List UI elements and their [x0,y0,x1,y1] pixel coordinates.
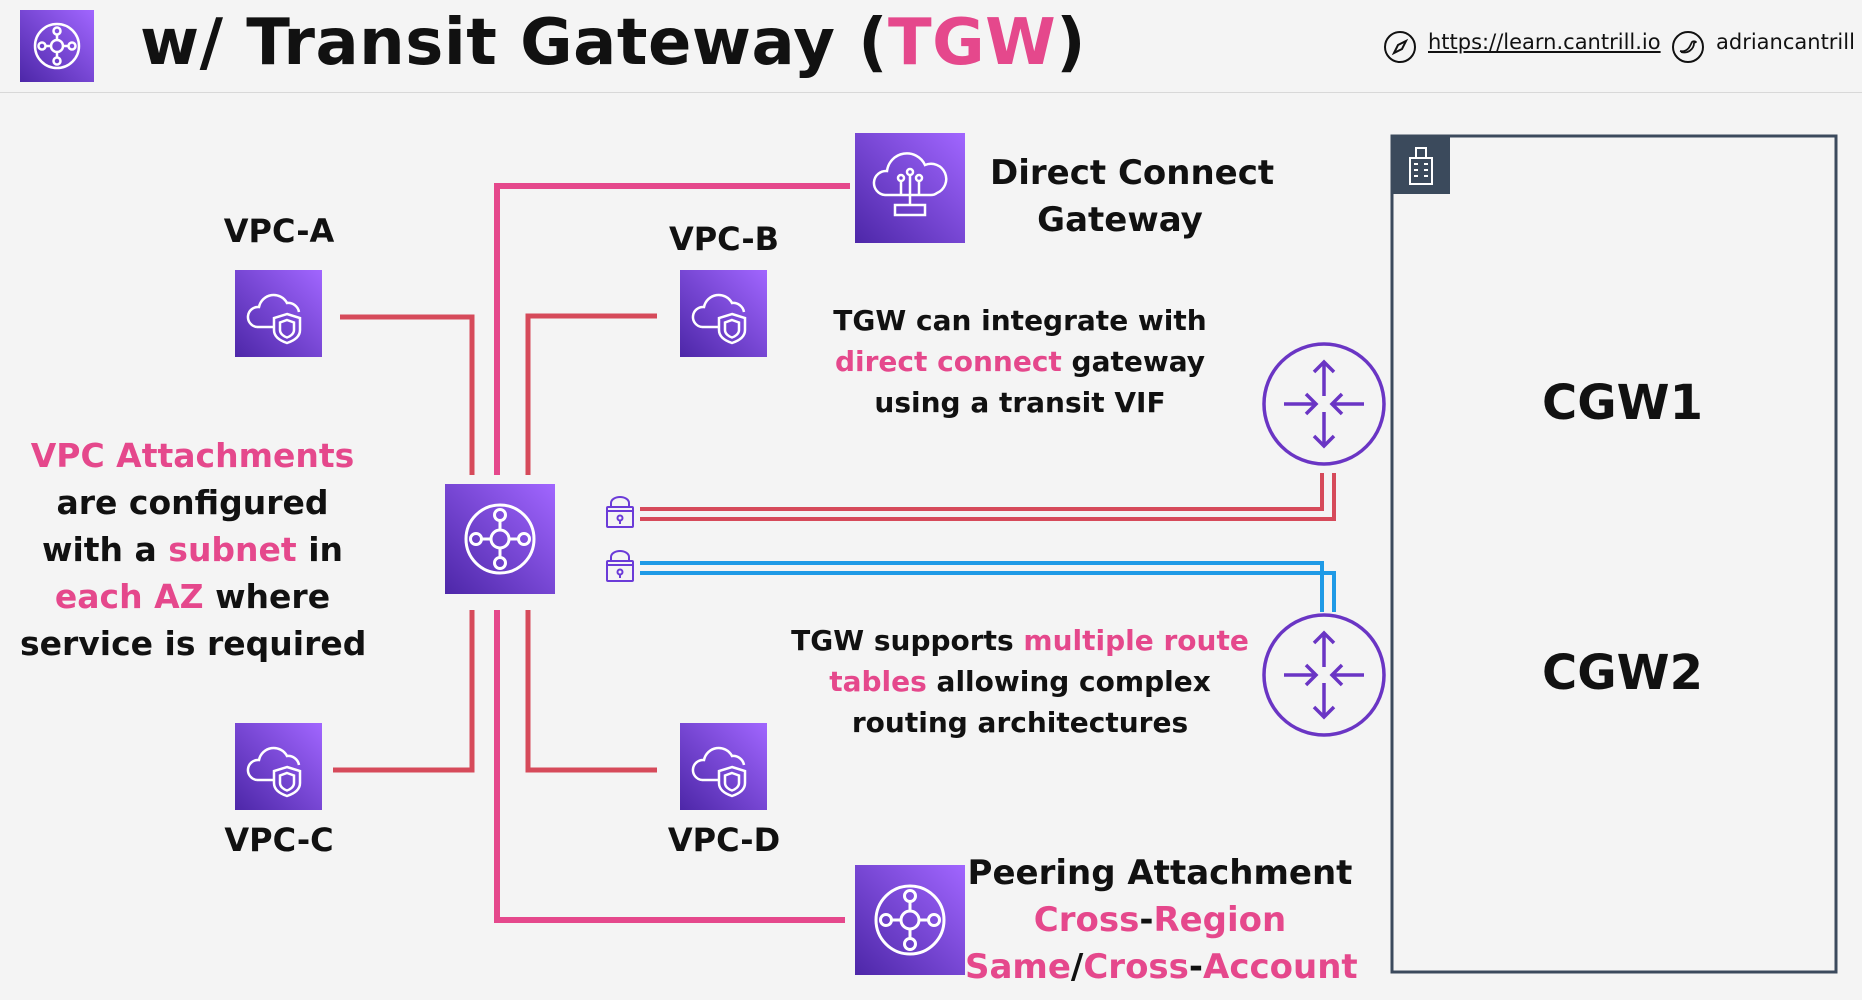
vpc-b-attachment-line [525,313,657,475]
customer-gateway-2-router-icon [1262,613,1386,737]
cgw1-label: CGW1 [1542,375,1703,431]
title-highlight: TGW [887,6,1057,80]
vpc-d-icon [680,723,767,810]
compass-icon [1384,31,1416,63]
direct-connect-gateway-label: Direct Connect Gateway [990,153,1275,240]
tgw-to-peering-line [494,610,845,923]
vpn-to-cgw1-line-inner [640,473,1324,511]
corporate-datacenter-box [1390,134,1838,974]
vpc-c-icon [235,723,322,810]
vpn-lock-icon [606,550,634,582]
vpc-a-label: VPC-A [223,212,335,250]
vpc-a-icon [235,270,322,357]
vpn-to-cgw1-line-outer [640,473,1336,521]
tgw-to-dx-gateway-line [494,183,850,475]
vpc-d-label: VPC-D [667,821,781,859]
direct-connect-gateway-icon [855,133,965,243]
twitter-icon [1672,31,1704,63]
peering-attachment-label: Peering Attachment Cross-Region Same/Cro… [965,853,1358,987]
website-link[interactable]: https://learn.cantrill.io [1428,30,1661,54]
vpc-d-attachment-line [525,610,657,773]
transit-gateway-logo-icon [20,10,94,82]
vpc-a-attachment-line [340,314,475,475]
vpc-c-label: VPC-C [224,821,334,859]
office-building-icon [1392,136,1450,194]
vpn-to-cgw2-line-outer [640,561,1324,612]
vpn-lock-icon [606,496,634,528]
header-bar: w/ Transit Gateway (TGW) https://learn.c… [0,0,1862,93]
vpc-b-label: VPC-B [668,220,780,258]
vpc-c-attachment-line [333,610,475,773]
peering-attachment-icon [855,865,965,975]
transit-gateway-icon [445,484,555,594]
cgw2-label: CGW2 [1542,645,1703,701]
page-title: w/ Transit Gateway (TGW) [140,6,1086,80]
vpc-attachments-note: VPC Attachments are configured with a su… [20,436,367,663]
twitter-handle[interactable]: adriancantrill [1716,30,1855,54]
dx-integration-note: TGW can integrate with direct connect ga… [833,304,1207,419]
customer-gateway-1-router-icon [1262,342,1386,466]
vpn-to-cgw2-line-inner [640,571,1336,612]
route-tables-note: TGW supports multiple route tables allow… [791,624,1249,739]
vpc-b-icon [680,270,767,357]
